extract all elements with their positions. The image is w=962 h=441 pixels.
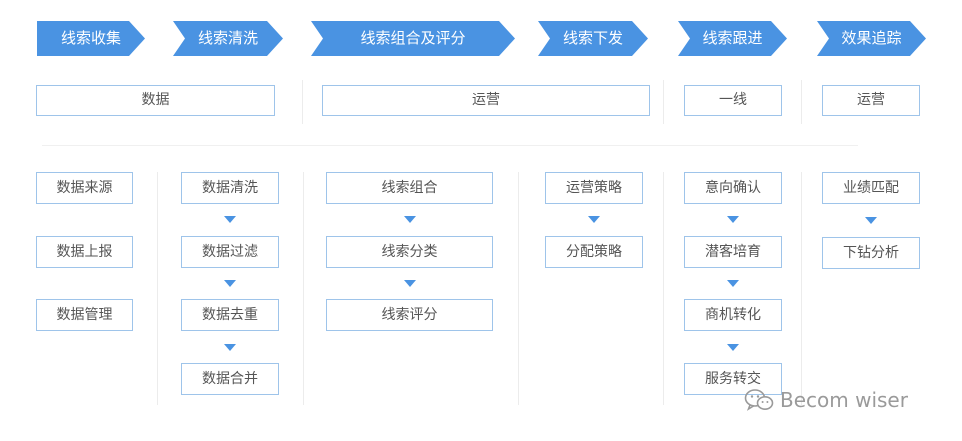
- role-box-operations-2: 运营: [822, 85, 920, 116]
- column-divider: [157, 172, 158, 405]
- step-box: 服务转交: [684, 363, 782, 395]
- step-box: 线索分类: [326, 236, 493, 268]
- stage-arrow-clean: 线索清洗: [173, 21, 283, 56]
- step-box: 商机转化: [684, 299, 782, 331]
- role-box-frontline: 一线: [684, 85, 782, 116]
- flow-arrow-down: [727, 216, 739, 223]
- watermark-text: Becom wiser: [780, 388, 908, 412]
- stage-arrow-dispatch: 线索下发: [538, 21, 648, 56]
- column-divider: [663, 172, 664, 405]
- role-divider: [302, 80, 303, 124]
- role-divider: [663, 80, 664, 124]
- section-divider: [42, 145, 858, 146]
- step-box: 下钻分析: [822, 237, 920, 269]
- role-divider: [801, 80, 802, 124]
- flow-arrow-down: [404, 216, 416, 223]
- step-box: 运营策略: [545, 172, 643, 204]
- role-box-operations: 运营: [322, 85, 650, 116]
- stage-arrow-tracking: 效果追踪: [817, 21, 926, 56]
- column-divider: [518, 172, 519, 405]
- flow-arrow-down: [224, 216, 236, 223]
- flow-arrow-down: [588, 216, 600, 223]
- step-box: 潜客培育: [684, 236, 782, 268]
- flow-arrow-down: [224, 280, 236, 287]
- step-box: 数据上报: [36, 236, 133, 268]
- flow-arrow-down: [727, 344, 739, 351]
- role-box-data: 数据: [36, 85, 275, 116]
- flow-arrow-down: [224, 344, 236, 351]
- watermark: Becom wiser: [744, 388, 908, 412]
- flow-arrow-down: [727, 280, 739, 287]
- column-divider: [303, 172, 304, 405]
- step-box: 线索组合: [326, 172, 493, 204]
- step-box: 分配策略: [545, 236, 643, 268]
- flow-arrow-down: [865, 217, 877, 224]
- flow-arrow-down: [404, 280, 416, 287]
- step-box: 数据合并: [181, 363, 279, 395]
- step-box: 数据管理: [36, 299, 133, 331]
- wechat-icon: [744, 388, 774, 412]
- stage-arrow-follow-up: 线索跟进: [678, 21, 787, 56]
- step-box: 业绩匹配: [822, 172, 920, 204]
- stage-arrow-collect: 线索收集: [37, 21, 145, 56]
- step-box: 数据清洗: [181, 172, 279, 204]
- step-box: 线索评分: [326, 299, 493, 331]
- step-box: 数据过滤: [181, 236, 279, 268]
- stage-arrow-combine-score: 线索组合及评分: [311, 21, 515, 56]
- step-box: 数据来源: [36, 172, 133, 204]
- step-box: 意向确认: [684, 172, 782, 204]
- step-box: 数据去重: [181, 299, 279, 331]
- column-divider: [801, 172, 802, 405]
